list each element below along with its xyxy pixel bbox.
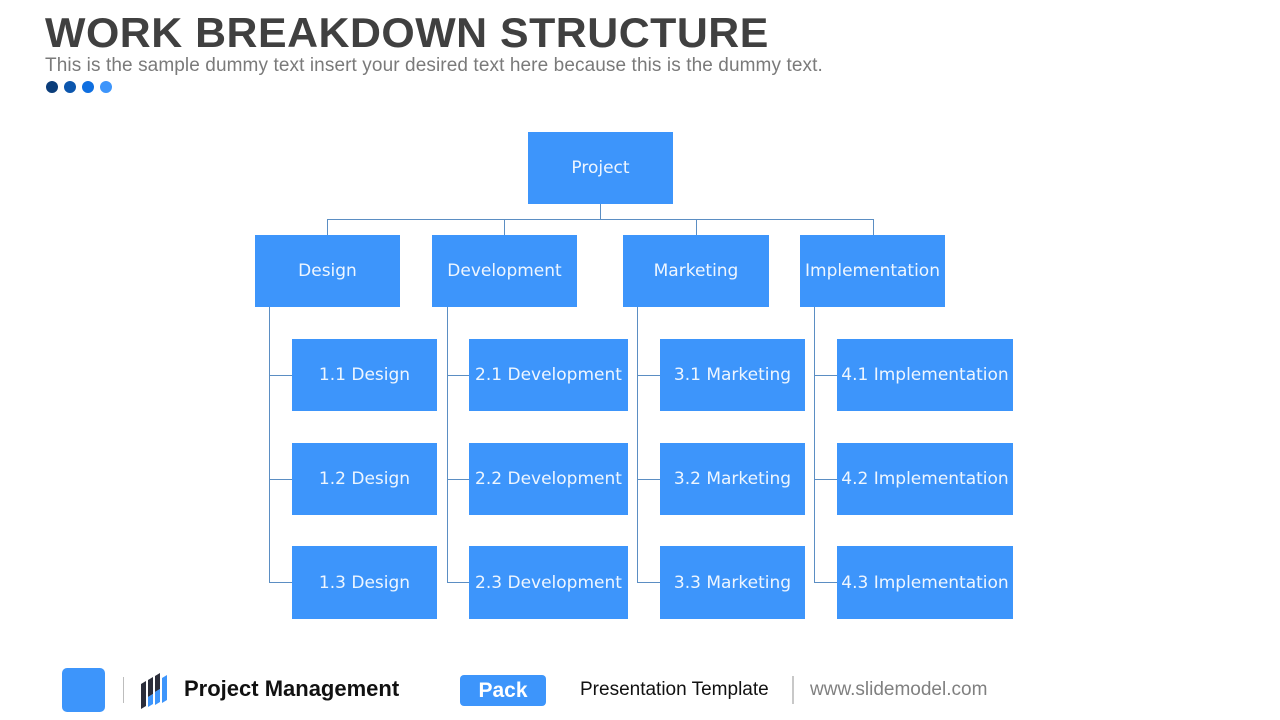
node-label: Project <box>571 158 630 178</box>
node-design-3[interactable]: 1.3 Design <box>292 546 437 619</box>
brand-logo-icon <box>141 673 167 709</box>
node-label: 1.2 Design <box>318 469 411 489</box>
node-label: 1.1 Design <box>318 365 411 385</box>
connector-to-design <box>327 219 328 235</box>
node-label: Design <box>298 261 357 281</box>
connector-implementation-1 <box>814 375 837 376</box>
connector-design-spine <box>269 307 270 582</box>
connector-implementation-spine <box>814 307 815 582</box>
node-implementation[interactable]: Implementation <box>800 235 945 307</box>
node-development[interactable]: Development <box>432 235 577 307</box>
connector-marketing-1 <box>637 375 660 376</box>
connector-implementation-2 <box>814 479 837 480</box>
connector-implementation-3 <box>814 582 837 583</box>
connector-marketing-3 <box>637 582 660 583</box>
footer-template-label: Presentation Template <box>580 679 769 700</box>
connector-to-implementation <box>873 219 874 235</box>
node-implementation-1[interactable]: 4.1 Implementation <box>837 339 1013 411</box>
connector-to-marketing <box>696 219 697 235</box>
node-label: 3.3 Marketing <box>673 572 792 593</box>
node-implementation-3[interactable]: 4.3 Implementation <box>837 546 1013 619</box>
node-label: 3.2 Marketing <box>673 469 792 489</box>
node-label: Implementation <box>805 261 940 281</box>
dot-1 <box>46 81 58 93</box>
node-root[interactable]: Project <box>528 132 673 204</box>
dot-4 <box>100 81 112 93</box>
page-title: WORK BREAKDOWN STRUCTURE <box>45 9 769 56</box>
footer-badge: Pack <box>460 675 546 706</box>
connector-design-2 <box>269 479 292 480</box>
node-development-3[interactable]: 2.3 Development <box>469 546 628 619</box>
node-marketing-3[interactable]: 3.3 Marketing <box>660 546 805 619</box>
node-label: 4.1 Implementation <box>841 365 1009 385</box>
page-subtitle: This is the sample dummy text insert you… <box>45 55 823 76</box>
footer-url[interactable]: www.slidemodel.com <box>810 679 988 700</box>
footer-divider-2 <box>792 676 794 704</box>
node-marketing-2[interactable]: 3.2 Marketing <box>660 443 805 515</box>
connector-to-development <box>504 219 505 235</box>
connector-root-down <box>600 204 601 219</box>
node-design-2[interactable]: 1.2 Design <box>292 443 437 515</box>
connector-design-3 <box>269 582 292 583</box>
connector-development-2 <box>447 479 469 480</box>
node-development-1[interactable]: 2.1 Development <box>469 339 628 411</box>
dot-2 <box>64 81 76 93</box>
connector-design-1 <box>269 375 292 376</box>
connector-development-3 <box>447 582 469 583</box>
node-label: 2.3 Development <box>475 572 622 593</box>
node-label: 3.1 Marketing <box>673 365 792 385</box>
node-design[interactable]: Design <box>255 235 400 307</box>
connector-level1-bar <box>327 219 874 220</box>
node-design-1[interactable]: 1.1 Design <box>292 339 437 411</box>
node-marketing-1[interactable]: 3.1 Marketing <box>660 339 805 411</box>
connector-marketing-2 <box>637 479 660 480</box>
footer-brand: Project Management <box>184 676 400 701</box>
node-implementation-2[interactable]: 4.2 Implementation <box>837 443 1013 515</box>
node-label: 4.2 Implementation <box>841 469 1009 489</box>
footer-accent-square <box>62 668 105 712</box>
node-label: Development <box>447 261 562 281</box>
connector-development-1 <box>447 375 469 376</box>
node-label: 2.2 Development <box>475 469 622 489</box>
node-label: 4.3 Implementation <box>841 572 1009 593</box>
node-label: 2.1 Development <box>475 365 622 385</box>
node-label: 1.3 Design <box>318 572 411 593</box>
node-marketing[interactable]: Marketing <box>623 235 769 307</box>
decorative-dots <box>46 81 112 93</box>
node-development-2[interactable]: 2.2 Development <box>469 443 628 515</box>
connector-marketing-spine <box>637 307 638 582</box>
connector-development-spine <box>447 307 448 582</box>
dot-3 <box>82 81 94 93</box>
footer-divider <box>123 677 124 703</box>
node-label: Marketing <box>653 261 739 281</box>
